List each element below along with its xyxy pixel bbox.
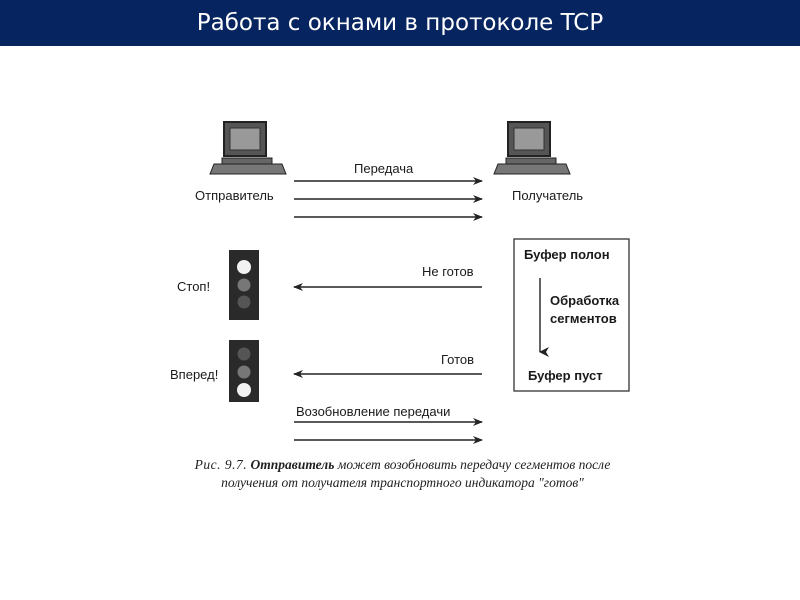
caption-bold-word: Отправитель — [250, 457, 335, 472]
sender-label: Отправитель — [195, 188, 274, 203]
ready-label: Готов — [441, 352, 475, 367]
figure-caption: Рис. 9.7. Отправитель может возобновить … — [160, 456, 645, 492]
caption-line-1: Рис. 9.7. Отправитель может возобновить … — [160, 456, 645, 474]
caption-line1-rest: может возобновить передачу сегментов пос… — [334, 457, 611, 472]
processing-label-line2: сегментов — [550, 311, 617, 326]
stop-label: Стоп! — [177, 279, 211, 294]
caption-figure-ref: Рис. 9.7. — [194, 457, 248, 472]
buffer-full-label: Буфер полон — [524, 247, 610, 262]
transfer-label: Передача — [354, 161, 414, 176]
go-label: Вперед! — [170, 367, 219, 382]
buffer-box — [513, 238, 630, 392]
receiver-computer-icon — [493, 121, 571, 175]
receiver-label: Получатель — [512, 188, 584, 203]
slide-title: Работа с окнами в протоколе TCP — [196, 10, 604, 36]
resume-label: Возобновление передачи — [296, 404, 451, 419]
processing-label-line1: Обработка — [550, 293, 620, 308]
sender-computer-icon — [209, 121, 287, 175]
slide-title-bar: Работа с окнами в протоколе TCP — [0, 0, 800, 46]
not-ready-label: Не готов — [422, 264, 474, 279]
buffer-empty-label: Буфер пуст — [528, 368, 603, 383]
traffic-light-stop-icon — [229, 250, 259, 320]
traffic-light-go-icon — [229, 340, 259, 402]
caption-line-2: получения от получателя транспортного ин… — [221, 475, 584, 490]
